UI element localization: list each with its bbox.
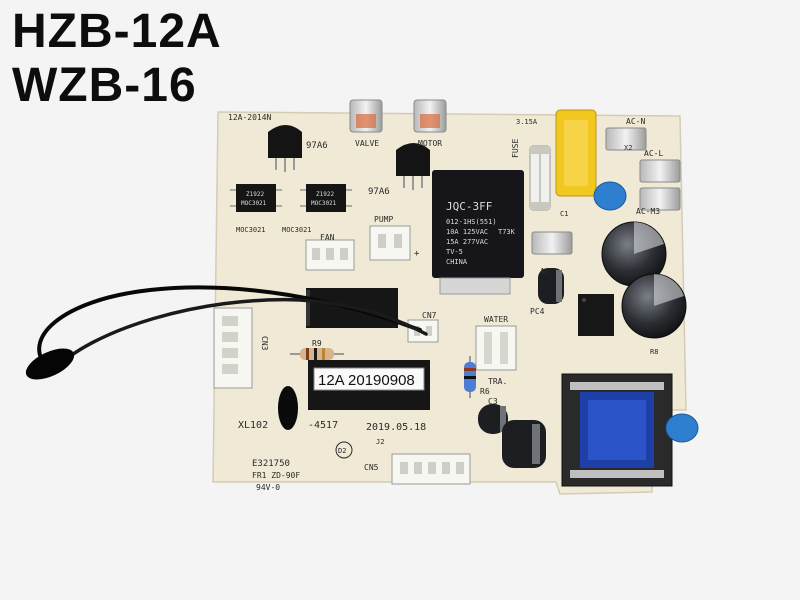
capacitor-electrolytic-large-top xyxy=(601,221,667,287)
relay-mark: T73K xyxy=(498,228,516,236)
silk-motor: MOTOR xyxy=(418,139,442,148)
silk-fr1: FR1 ZD-90F xyxy=(252,471,300,480)
silk-moc-left: MOC3021 xyxy=(236,226,266,234)
silk-d2-ring xyxy=(335,441,353,459)
silk-q1: 97A6 xyxy=(306,141,328,151)
silk-plus: + xyxy=(414,249,420,259)
silk-fuse: FUSE xyxy=(511,139,520,158)
relay-line-6: CHINA xyxy=(446,258,468,266)
capacitor-ceramic-blue xyxy=(593,181,627,211)
connector-fan xyxy=(305,239,355,271)
terminal-ac-l xyxy=(639,159,681,183)
relay-model-text: JQC-3FF xyxy=(446,200,492,213)
silk-r8: R8 xyxy=(650,348,658,356)
capacitor-electrolytic-small-bottom xyxy=(502,420,546,468)
relay-line-3: 10A 125VAC xyxy=(446,228,488,236)
model-caption-secondary: WZB-16 xyxy=(12,59,197,112)
relay-line-4: 15A 277VAC xyxy=(446,238,488,246)
terminal-valve xyxy=(349,99,383,133)
capacitor-electrolytic-large-bottom xyxy=(621,273,687,339)
optocoupler-left: Z1922 MOC3021 xyxy=(230,184,282,212)
silk-d2: D2 xyxy=(338,447,346,455)
silk-water: WATER xyxy=(484,315,508,324)
silk-ac-n: AC-N xyxy=(626,117,645,126)
moc-right-bottom-text: MOC3021 xyxy=(311,200,337,207)
silk-moc-right: MOC3021 xyxy=(282,226,312,234)
capacitor-electrolytic-c3 xyxy=(478,404,508,434)
terminal-ac-n xyxy=(605,127,647,151)
terminal-motor xyxy=(413,99,447,133)
silk-v0: 94V-0 xyxy=(256,483,280,492)
connector-cn3 xyxy=(213,307,253,389)
relay: JQC-3FF 012-1HS(551) 10A 125VAC 15A 277V… xyxy=(432,170,524,295)
silk-tra: TRA. xyxy=(488,377,507,386)
moc-right-top-text: Z1922 xyxy=(316,191,334,198)
transformer xyxy=(561,373,673,487)
silk-valve: VALVE xyxy=(355,139,379,148)
relay-line-2: 012-1HS(551) xyxy=(446,218,497,226)
fuse xyxy=(529,145,551,211)
capacitor-ceramic-blue-2 xyxy=(665,413,699,443)
model-caption-primary: HZB-12A xyxy=(12,5,222,58)
silk-q2: 97A6 xyxy=(368,187,390,197)
silk-r9: R9 xyxy=(312,339,322,348)
terminal-ac-m3 xyxy=(639,187,681,211)
resistor-r6 xyxy=(464,356,476,398)
connector-pump xyxy=(369,225,411,261)
silk-cn7: CN7 xyxy=(422,311,437,320)
transistor-q1 xyxy=(268,125,302,172)
capacitor-electrolytic-small-mid xyxy=(538,268,564,304)
capacitor-x2 xyxy=(555,109,597,197)
silk-cn5: CN5 xyxy=(364,463,379,472)
silk-ac: AC xyxy=(540,267,550,276)
silk-board-code-tail: -4517 xyxy=(308,420,338,431)
resistor-r9 xyxy=(290,348,344,360)
connector-water xyxy=(475,325,517,371)
mcu-label-text: 12A 20190908 xyxy=(318,372,415,389)
transistor-q2 xyxy=(396,143,430,190)
silk-board-code: XL102 xyxy=(238,420,268,431)
moc-left-top-text: Z1922 xyxy=(246,191,264,198)
silk-board-id: 12A-2014N xyxy=(228,113,272,122)
silk-ac-m3: AC-M3 xyxy=(636,207,660,216)
ic-mcu: 12A 20190908 xyxy=(308,360,430,410)
silk-r6: R6 xyxy=(480,387,490,396)
silk-pump: PUMP xyxy=(374,215,393,224)
silk-date: 2019.05.18 xyxy=(366,422,426,433)
sensor-wire-second xyxy=(50,297,428,374)
optocoupler-right: Z1922 MOC3021 xyxy=(300,184,352,212)
relay-line-5: TV-5 xyxy=(446,248,463,256)
thermistor-lower xyxy=(278,386,298,430)
connector-cn5 xyxy=(391,453,471,485)
silk-x2: X2 xyxy=(624,144,632,152)
silk-cert: E321750 xyxy=(252,459,290,469)
ic-small-pc4 xyxy=(578,294,614,336)
silk-pc4: PC4 xyxy=(530,307,545,316)
terminal-ac xyxy=(531,231,573,255)
silkscreen-labels: 12A-2014N 97A6 97A6 VALVE MOTOR FUSE 3.1… xyxy=(228,113,663,492)
silk-ac-l: AC-L xyxy=(644,149,663,158)
silk-fuse-rating: 3.15A xyxy=(516,118,538,126)
silk-c3: C3 xyxy=(488,397,498,406)
silk-cn3: CN3 xyxy=(260,336,269,351)
silk-c1: C1 xyxy=(560,210,568,218)
moc-left-bottom-text: MOC3021 xyxy=(241,200,267,207)
sensor-probe-tip xyxy=(25,348,75,380)
silk-fan: FAN xyxy=(320,233,335,242)
silk-j2: J2 xyxy=(376,438,384,446)
